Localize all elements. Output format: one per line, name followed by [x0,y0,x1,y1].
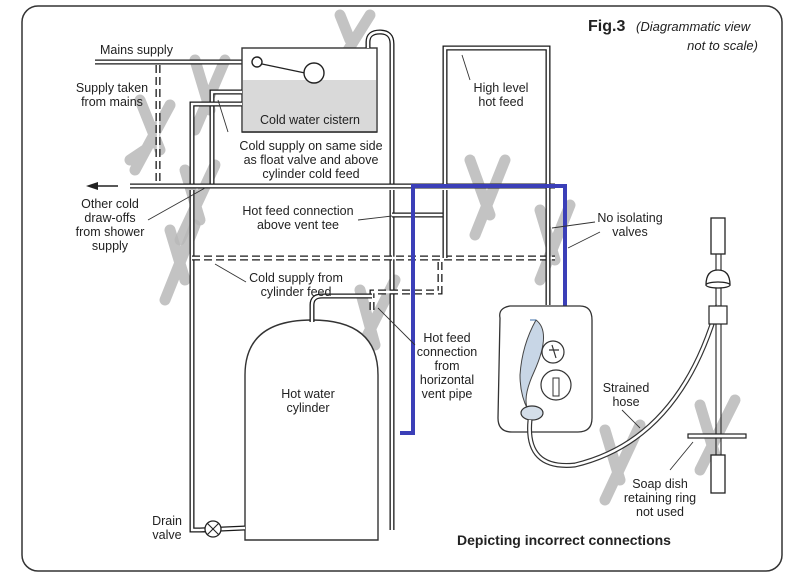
vent-pipe [365,29,395,530]
cross-mark-icon [464,154,511,241]
label-hot-feed-vent-3: from [435,359,460,373]
label-hot-feed-vent-5: vent pipe [422,387,473,401]
float-valve-icon [251,56,325,84]
label-soap-dish-2: retaining ring [624,491,696,505]
incorrect-hot-feed-pipe [400,184,567,435]
valve-icon [199,520,246,538]
label-cold-supply-cylinder-1: Cold supply from [249,271,343,285]
label-hot-water-cylinder-2: cylinder [286,401,329,415]
label-drain-valve-1: Drain [152,514,182,528]
label-cold-supply-same-side-2: as float valve and above [244,153,379,167]
label-high-level-hot-feed-1: High level [474,81,529,95]
shower-head-icon [705,269,731,289]
label-soap-dish-1: Soap dish [632,477,688,491]
label-hot-feed-above-vent-1: Hot feed connection [242,204,353,218]
high-level-hot-feed-pipe [442,45,551,305]
figure-caption: Depicting incorrect connections [457,532,671,548]
figure-title: Fig.3 [588,18,625,35]
label-cold-water-cistern: Cold water cistern [260,113,360,127]
soap-dish-ring [687,433,747,439]
cross-mark-icon [124,94,176,176]
figure-subtitle-line2: not to scale) [687,38,758,53]
cistern-cold-supply [189,89,242,186]
label-supply-taken-2: from mains [81,95,143,109]
label-other-cold-3: from shower [76,225,145,239]
label-hot-feed-vent-2: connection [417,345,478,359]
label-cold-supply-same-side-1: Cold supply on same side [239,139,382,153]
figure-frame [21,5,783,572]
label-other-cold-1: Other cold [81,197,139,211]
label-strained-hose-2: hose [612,395,639,409]
label-soap-dish-3: not used [636,505,684,519]
cold-water-cistern [241,47,378,133]
hot-water-cylinder [244,293,379,541]
label-high-level-hot-feed-2: hot feed [478,95,523,109]
strained-hose [527,304,721,468]
label-hot-feed-vent-1: Hot feed [423,331,470,345]
arrow-left-icon [86,182,118,190]
label-strained-hose-1: Strained [603,381,650,395]
label-supply-taken-1: Supply taken [76,81,148,95]
label-hot-feed-vent-4: horizontal [420,373,474,387]
label-cold-supply-same-side-3: cylinder cold feed [262,167,359,181]
label-no-isolating-valves-1: No isolating [597,211,662,225]
label-other-cold-4: supply [92,239,129,253]
electric-shower-icon [497,305,593,433]
leader-lines [147,54,694,471]
label-hot-feed-above-vent-2: above vent tee [257,218,339,232]
label-hot-water-cylinder-1: Hot water [281,387,335,401]
dashed-hot-feed-branch [369,262,443,310]
label-cold-supply-cylinder-2: cylinder feed [261,285,332,299]
label-no-isolating-valves-2: valves [612,225,647,239]
label-drain-valve-2: valve [152,528,181,542]
cylinder-cold-feed-pipe [189,190,215,533]
figure-subtitle-line1: (Diagrammatic view [636,19,752,34]
label-mains-supply: Mains supply [100,43,174,57]
label-other-cold-2: draw-offs [84,211,135,225]
shower-riser-rail [687,217,747,494]
